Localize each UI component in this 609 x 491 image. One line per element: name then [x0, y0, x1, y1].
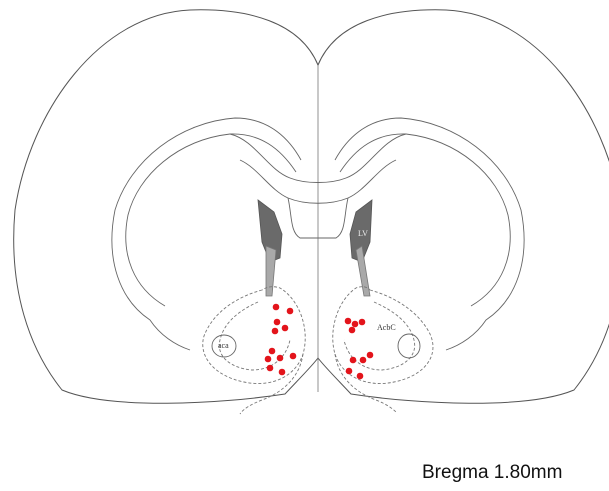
recording-site-marker	[345, 318, 352, 325]
recording-site-marker	[357, 373, 364, 380]
acbc-label: AcbC	[377, 323, 396, 332]
recording-site-marker	[274, 319, 281, 326]
recording-site-marker	[352, 321, 359, 328]
recording-site-marker	[346, 368, 353, 375]
recording-site-marker	[267, 365, 274, 372]
recording-site-marker	[277, 355, 284, 362]
recording-site-marker	[349, 327, 356, 334]
recording-site-marker	[265, 356, 272, 363]
lv-label: LV	[358, 229, 368, 238]
recording-site-marker	[367, 352, 374, 359]
recording-site-marker	[290, 353, 297, 360]
recording-site-marker	[269, 348, 276, 355]
recording-site-marker	[282, 325, 289, 332]
aca-label: aca	[218, 341, 229, 350]
bregma-caption: Bregma 1.80mm	[422, 462, 562, 484]
recording-site-marker	[279, 369, 286, 376]
recording-site-marker	[359, 319, 366, 326]
recording-site-marker	[360, 357, 367, 364]
recording-site-marker	[272, 328, 279, 335]
recording-site-marker	[350, 357, 357, 364]
recording-site-marker	[287, 308, 294, 315]
recording-site-marker	[273, 304, 280, 311]
